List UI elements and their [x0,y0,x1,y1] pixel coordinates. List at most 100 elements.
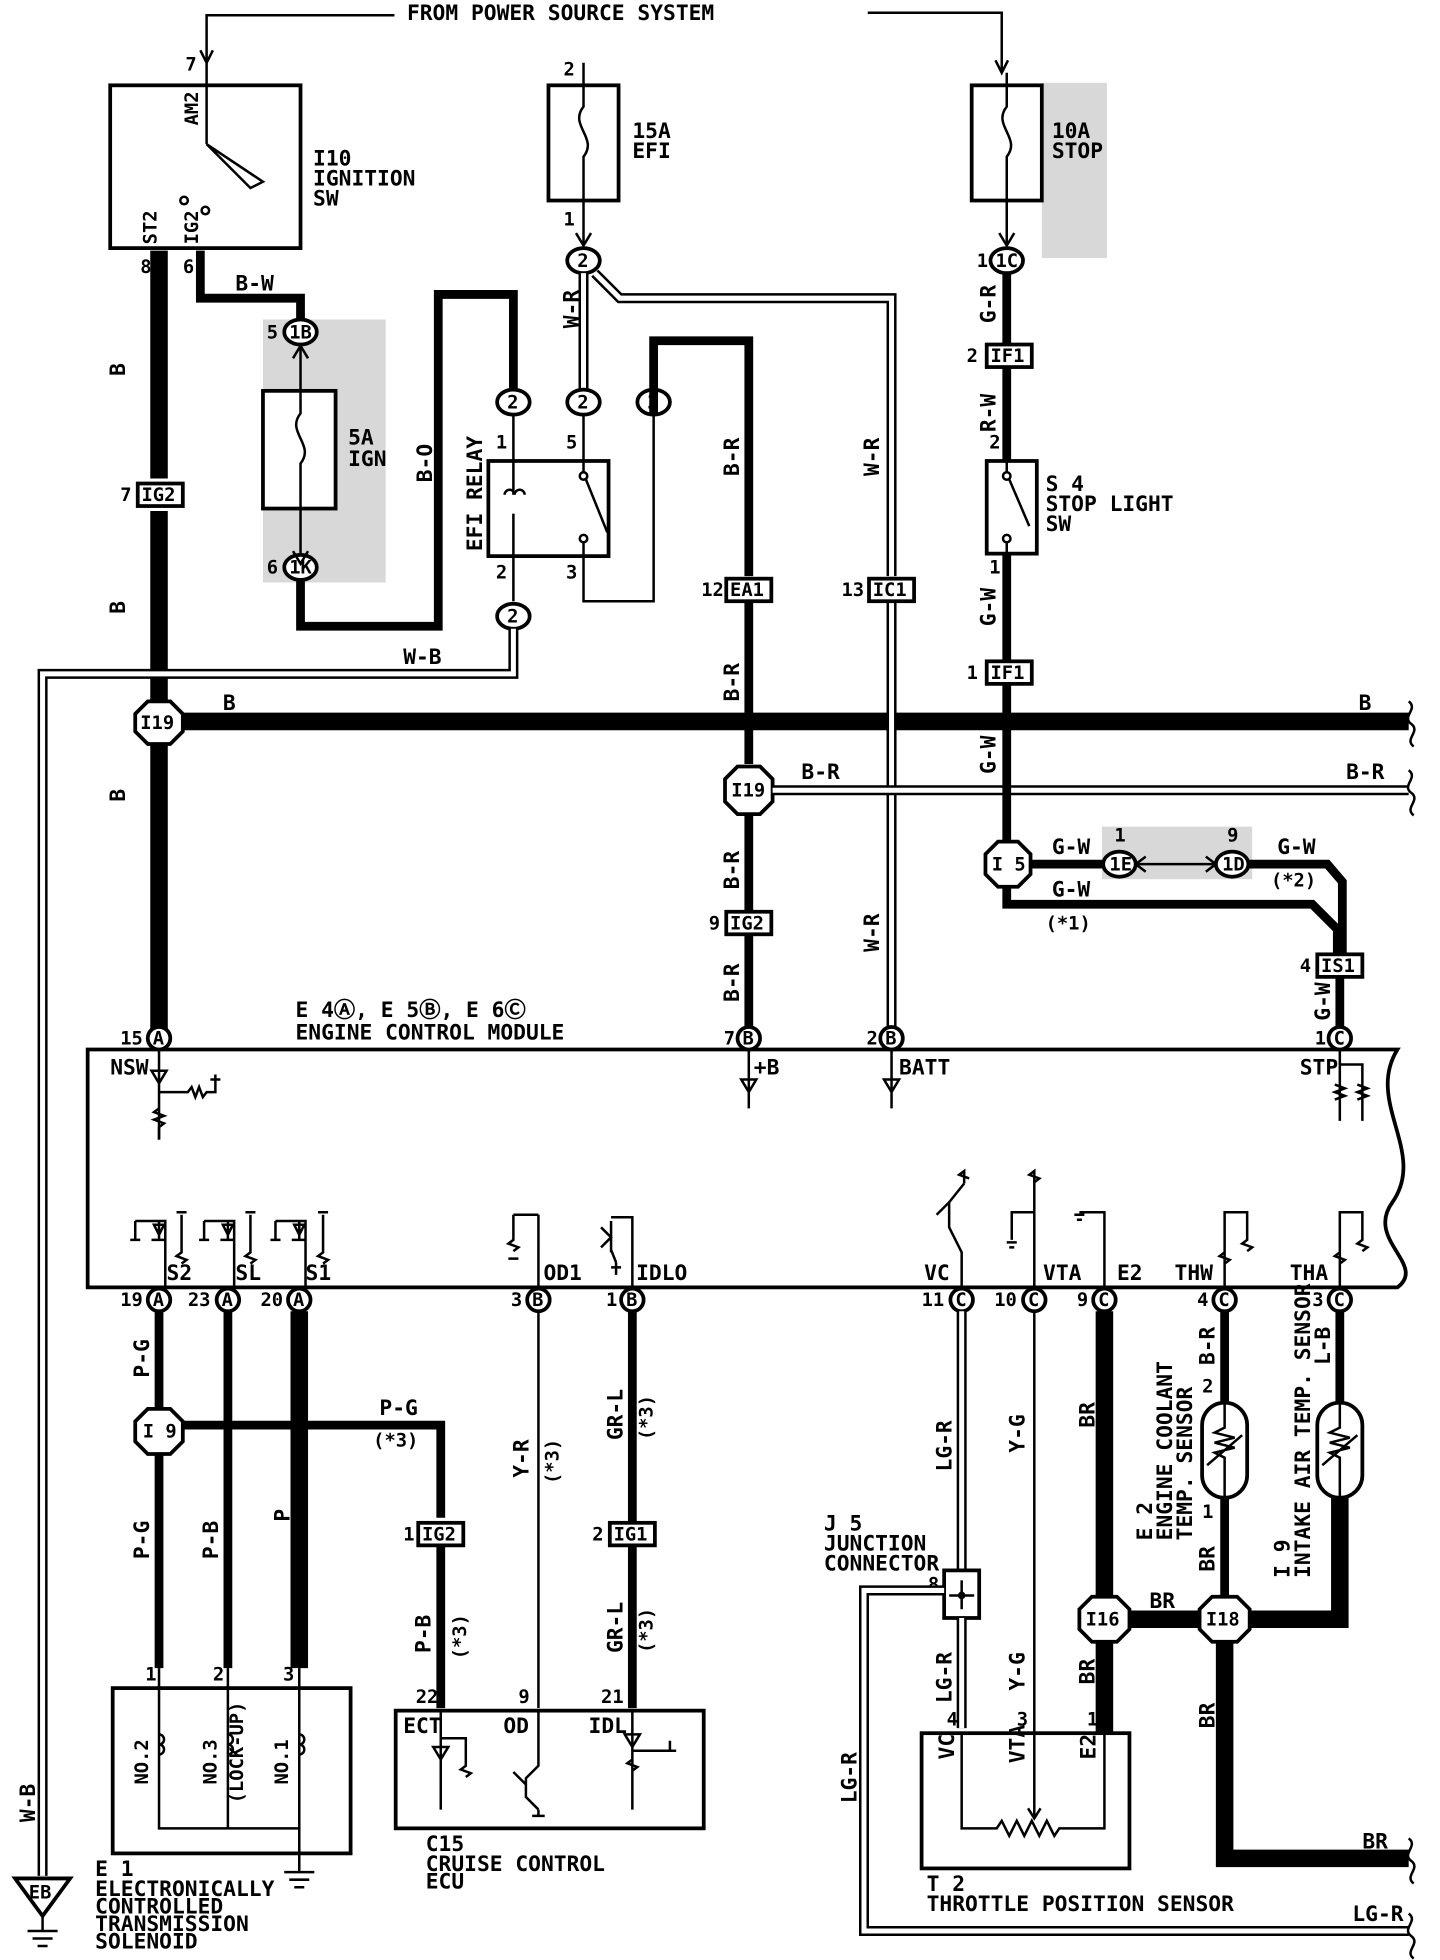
connector-ic1-pin: 13 [841,580,864,601]
stop-sw-name1: STOP LIGHT [1046,492,1174,517]
connector-ig2-cc-label: IG2 [422,1524,456,1545]
wire-label-pg1: P-G [130,1339,155,1377]
ignition-pin-ig2-label: IG2 [182,210,203,244]
cc-pin21: 21 [601,1687,624,1708]
connector-ig2-mid-label: IG2 [730,913,764,934]
wire-label-yg1: Y-G [1005,1414,1030,1452]
stop-sw-pin1: 1 [989,558,1000,579]
ecm-conn-b-1: B [743,1028,754,1049]
ecm-s1-label: S1 [306,1261,332,1286]
ecm-name: ENGINE CONTROL MODULE [296,1020,565,1045]
ecm-s2-label: S2 [167,1261,193,1286]
ecm-conn-b-idlo: B [626,1290,637,1311]
thw-pin1: 1 [1202,1502,1213,1523]
connector-1b-label: 1B [289,322,312,343]
ecm-pin1: 1 [1315,1028,1326,1049]
br-wire-ea1: B-R B-R B-R B-R EA1 12 IC1 13 I19 B-R B-… [649,336,1409,1032]
note-3-d: (*3) [636,1395,657,1440]
e2-line1: ENGINE COOLANT [1153,1361,1178,1540]
e1-pin1: 1 [145,1665,156,1686]
e2-line2: TEMP. SENSOR [1173,1387,1198,1541]
wire-label-gw4: G-W [1277,835,1316,860]
wire-label-b5: B [1359,691,1372,716]
stop-sw-id: S 4 [1046,472,1084,497]
wire-label-p: P [270,1509,295,1522]
note-3-e: (*3) [636,1608,657,1653]
junction-i18-label: I18 [1206,1609,1240,1630]
ecm-title-ids: E 4Ⓐ, E 5Ⓑ, E 6Ⓒ [296,997,526,1023]
ecm-tha-label: THA [1290,1261,1329,1286]
wire-label-gw3: G-W [1052,835,1091,860]
connector-1k-label: 1K [289,558,312,579]
ignition-pin8: 8 [140,257,151,278]
cc-pin22: 22 [416,1687,439,1708]
tps-pin1: 1 [1087,1710,1098,1731]
note-3-c: (*3) [542,1439,563,1484]
connector-ig1-label: IG1 [614,1524,648,1545]
connector-ig2-cc-pin: 1 [403,1524,414,1545]
ecm-conn-a-s1: A [293,1290,304,1311]
cc-pin9: 9 [518,1687,529,1708]
tps-id: T 2 [927,1872,965,1897]
wire-label-pg2: P-G [379,1396,417,1421]
connector-is1-label: IS1 [1321,956,1355,977]
ecm-pin3: 3 [511,1290,522,1311]
ground-eb-label: EB [29,1882,52,1903]
note-2: (*2) [1271,871,1316,892]
ecm-pin3c: 3 [1312,1290,1323,1311]
e1-no3: NO.3 [201,1739,222,1784]
ecm-vc-label: VC [924,1261,950,1286]
wire-label-grl1: GR-L [603,1389,628,1440]
junction-i5-label: I 5 [992,854,1026,875]
ign-fuse-section: B-W 1B 5 5A IGN 1K 6 B-O [195,250,518,631]
relay-pin2: 2 [496,563,507,584]
tps-vc: VC [935,1734,960,1760]
wire-label-br1: B-R [720,437,745,476]
ecm-plusb-label: +B [754,1056,780,1081]
connector-if1-top-pin: 2 [967,346,978,367]
wire-label-gw5: G-W [1052,878,1091,903]
ecm-e2-label: E2 [1117,1261,1143,1286]
e1-id: E 1 [95,1857,133,1882]
black-b-wires: B B B B B [106,250,1409,1030]
e1-pin2: 2 [213,1665,224,1686]
wire-label-wr1: W-R [560,290,585,329]
j5-line2: CONNECTOR [824,1551,939,1576]
ecm-batt-label: BATT [899,1056,950,1081]
tps-e2: E2 [1077,1734,1102,1760]
efi-fuse-section: 2 1 15A EFI 2 [546,59,671,276]
wire-label-br-thw2: BR [1196,1546,1221,1572]
cc-idl: IDL [589,1714,627,1739]
connector-ea1-pin: 12 [701,580,724,601]
ecm-od1-label: OD1 [543,1261,581,1286]
wire-label-b3: B [106,789,131,802]
cc-line2: ECU [426,1869,464,1894]
stop-section: 10A STOP 1C 1 G-R IF1 2 R-W 2 1 S 4 STOP… [967,72,1365,1027]
relay-pin3: 3 [566,563,577,584]
wire-label-grl2: GR-L [603,1602,628,1653]
wr-double-wires: W-R W-R W-R [560,269,897,1032]
wire-label-b1: B [106,363,131,376]
wire-label-pg3: P-G [130,1521,155,1559]
junction-i9-label: I 9 [143,1422,177,1443]
j5-pin: 8 [928,1574,939,1595]
connector-1e-pin: 1 [1114,826,1125,847]
ignition-switch: AM2 ST2 IG2 7 8 6 I10 IGNITION SW [108,54,415,278]
power-source-label: FROM POWER SOURCE SYSTEM [407,1,714,26]
ecm-pin23: 23 [188,1290,211,1311]
stop-sw-pin2: 2 [989,432,1000,453]
wire-label-yr: Y-R [509,1439,534,1478]
ecm-pin7: 7 [724,1028,735,1049]
cc-od: OD [503,1714,529,1739]
ecm-pin9: 9 [1077,1290,1088,1311]
note-1: (*1) [1046,913,1091,934]
ecm-conn-c-tha: C [1334,1290,1345,1311]
i9s-line1: INTAKE AIR TEMP. SENSOR [1291,1283,1316,1578]
connector-ig2-top: IG2 7 [120,481,185,508]
e1-line1: ELECTRONICALLY [95,1877,274,1902]
wire-label-br3: B-R [720,851,745,890]
ecm-vta-label: VTA [1043,1261,1082,1286]
ecm-pin4: 4 [1197,1290,1208,1311]
i9s-id: I 9 [1271,1539,1296,1577]
